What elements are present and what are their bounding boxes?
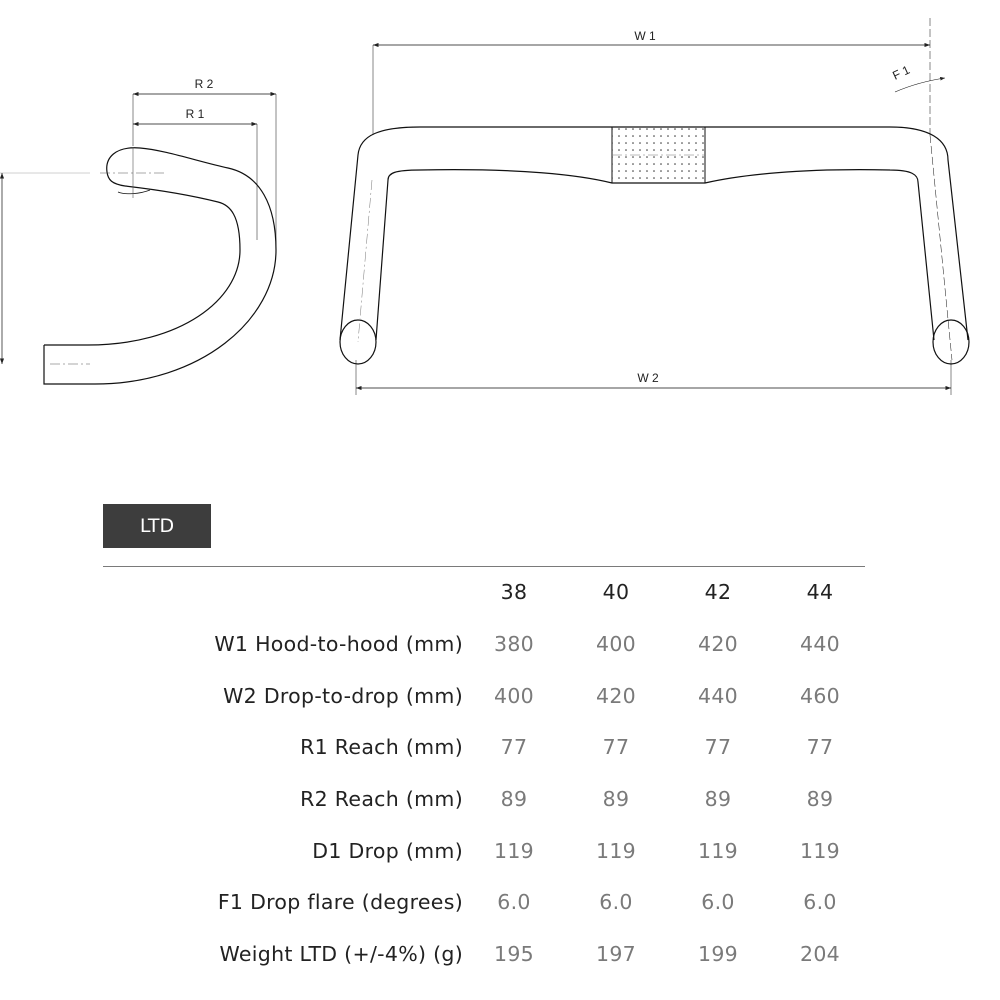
geometry-spec-table: 38 40 42 44 W1 Hood-to-hood (mm) 380 400 42… (103, 566, 871, 980)
size-header-row: 38 40 42 44 (103, 566, 871, 618)
table-row: R1 Reach (mm) 77 77 77 77 (103, 721, 871, 773)
row-value: 6.0 (803, 890, 837, 915)
ltd-tab[interactable]: LTD (103, 504, 211, 548)
r1-dimension-label: R 1 (186, 107, 205, 121)
w1-dimension-label: W 1 (634, 29, 656, 43)
row-value: 77 (704, 735, 732, 760)
row-value: 119 (799, 838, 841, 863)
row-label: Weight LTD (+/-4%) (g) (219, 941, 463, 966)
row-label: R1 Reach (mm) (300, 735, 463, 760)
side-view-drawing (0, 91, 277, 385)
w2-dimension-label: W 2 (637, 371, 659, 385)
row-label: D1 Drop (mm) (312, 838, 463, 863)
row-value: 195 (493, 941, 535, 966)
table-row: F1 Drop flare (degrees) 6.0 6.0 6.0 6.0 (103, 876, 871, 928)
row-value: 380 (493, 631, 535, 656)
table-row: W2 Drop-to-drop (mm) 400 420 440 460 (103, 670, 871, 722)
row-label: R2 Reach (mm) (300, 786, 463, 811)
row-value: 199 (697, 941, 739, 966)
size-header: 42 (704, 580, 732, 604)
table-row: Weight LTD (+/-4%) (g) 195 197 199 204 (103, 928, 871, 980)
size-header: 38 (500, 580, 528, 604)
row-value: 89 (806, 786, 834, 811)
row-value: 89 (602, 786, 630, 811)
row-value: 6.0 (599, 890, 633, 915)
ltd-tab-label: LTD (139, 515, 175, 537)
row-value: 400 (493, 683, 535, 708)
row-value: 77 (602, 735, 630, 760)
row-label: F1 Drop flare (degrees) (217, 890, 463, 915)
row-label: W2 Drop-to-drop (mm) (223, 683, 463, 708)
f1-dimension-label: F 1 (890, 63, 912, 83)
row-value: 77 (806, 735, 834, 760)
table-row: W1 Hood-to-hood (mm) 380 400 420 440 (103, 618, 871, 670)
divider (103, 566, 865, 567)
row-value: 197 (595, 941, 637, 966)
table-row: R2 Reach (mm) 89 89 89 89 (103, 773, 871, 825)
table-row: D1 Drop (mm) 119 119 119 119 (103, 825, 871, 877)
row-value: 460 (799, 683, 841, 708)
row-value: 400 (595, 631, 637, 656)
row-value: 204 (799, 941, 841, 966)
front-view-drawing (339, 18, 970, 395)
r2-dimension-label: R 2 (195, 77, 214, 91)
row-value: 89 (704, 786, 732, 811)
row-label: W1 Hood-to-hood (mm) (214, 631, 463, 656)
size-header: 44 (806, 580, 834, 604)
handlebar-technical-drawing: R 2 R 1 W 1 W 2 F 1 (0, 18, 970, 395)
row-value: 440 (799, 631, 841, 656)
size-header: 40 (602, 580, 630, 604)
row-value: 6.0 (497, 890, 531, 915)
row-value: 77 (500, 735, 528, 760)
row-value: 119 (595, 838, 637, 863)
row-value: 89 (500, 786, 528, 811)
row-value: 420 (595, 683, 637, 708)
row-value: 119 (493, 838, 535, 863)
row-value: 440 (697, 683, 739, 708)
row-value: 420 (697, 631, 739, 656)
row-value: 6.0 (701, 890, 735, 915)
row-value: 119 (697, 838, 739, 863)
